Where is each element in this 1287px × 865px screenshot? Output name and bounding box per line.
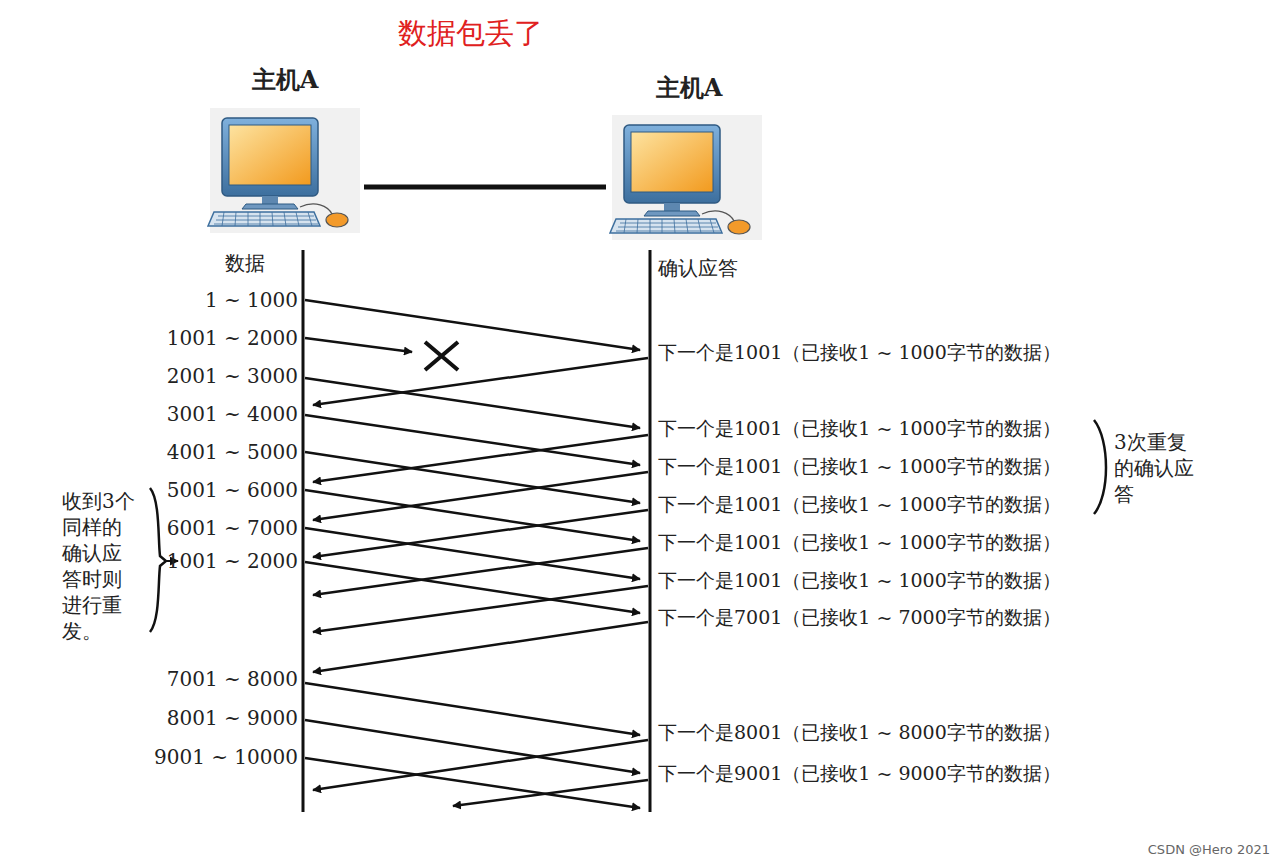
ack-text: 下一个是8001（已接收1 ~ 8000字节的数据） [658, 721, 1061, 744]
watermark: CSDN @Hero 2021 [1148, 842, 1270, 858]
ack-text: 下一个是7001（已接收1 ~ 7000字节的数据） [658, 606, 1061, 629]
segment-range: 5001 ~ 6000 [167, 478, 298, 502]
note: 3次重复的确认应答 [1114, 429, 1200, 507]
title: 数据包丢了 [398, 16, 543, 51]
note: 收到3个同样的确认应答时则进行重发。 [62, 488, 138, 644]
segment-range: 3001 ~ 4000 [167, 402, 298, 426]
ack-text: 下一个是1001（已接收1 ~ 1000字节的数据） [658, 493, 1061, 516]
ack-text: 下一个是1001（已接收1 ~ 1000字节的数据） [658, 569, 1061, 592]
column-heading: 数据 [225, 251, 265, 275]
host-computer: 主机A [606, 72, 772, 243]
network-link [364, 185, 606, 190]
segment-range: 1001 ~ 2000 [167, 549, 298, 573]
segment-range: 8001 ~ 9000 [167, 706, 298, 730]
segment-range: 1001 ~ 2000 [167, 326, 298, 350]
host-name: 主机A [206, 64, 364, 96]
segment-range: 6001 ~ 7000 [167, 516, 298, 540]
column-heading: 确认应答 [658, 256, 738, 280]
segment-range: 1 ~ 1000 [205, 288, 298, 312]
segment-range: 7001 ~ 8000 [167, 667, 298, 691]
ack-text: 下一个是1001（已接收1 ~ 1000字节的数据） [658, 455, 1061, 478]
segment-range: 2001 ~ 3000 [167, 364, 298, 388]
ack-text: 下一个是1001（已接收1 ~ 1000字节的数据） [658, 341, 1061, 364]
segment-range: 9001 ~ 10000 [154, 745, 298, 769]
ack-text: 下一个是1001（已接收1 ~ 1000字节的数据） [658, 417, 1061, 440]
host-computer: 主机A [206, 64, 364, 236]
host-name: 主机A [606, 72, 772, 104]
ack-text: 下一个是1001（已接收1 ~ 1000字节的数据） [658, 531, 1061, 554]
ack-text: 下一个是9001（已接收1 ~ 9000字节的数据） [658, 762, 1061, 785]
segment-range: 4001 ~ 5000 [167, 440, 298, 464]
